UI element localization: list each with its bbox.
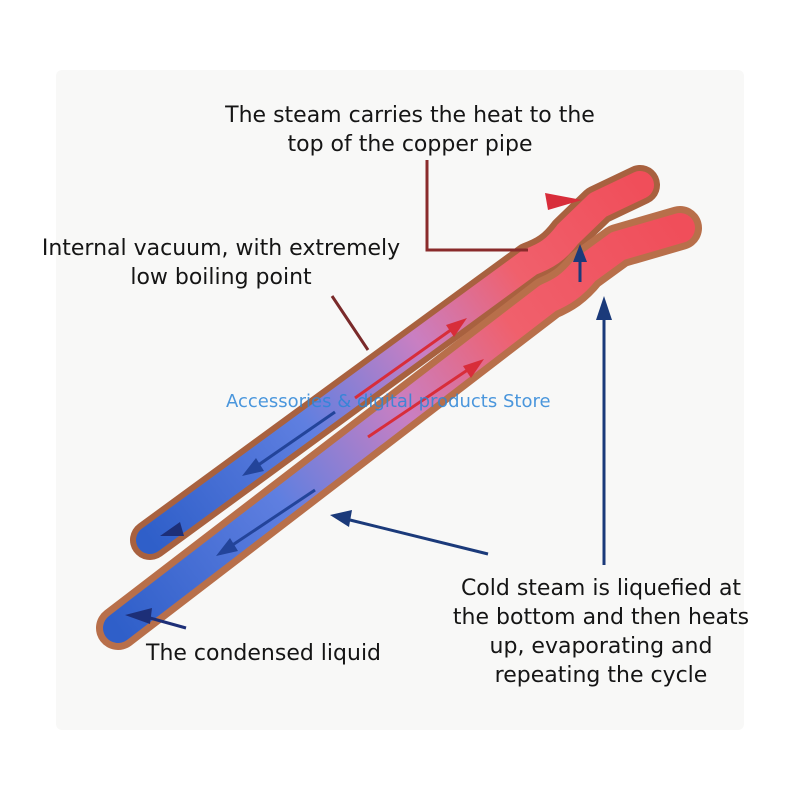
arrow-condensed-liquid <box>125 608 187 630</box>
flow-arrow-blue-back <box>242 410 336 476</box>
label-vacuum-line-1: Internal vacuum, with extremely <box>41 236 401 261</box>
flow-arrow-red-front <box>367 359 484 439</box>
flow-arrow-red-back <box>354 318 467 400</box>
flow-arrow-blue-bottom <box>160 522 184 536</box>
label-steam-line-1: The steam carries the heat to the <box>225 103 595 128</box>
label-cold-line-3: up, evaporating and <box>489 634 713 659</box>
label-vacuum-line-2: low boiling point <box>130 265 312 290</box>
arrow-up-cold-steam <box>596 296 612 565</box>
label-cold-steam: Cold steam is liquefied at the bottom an… <box>436 574 766 690</box>
arrow-to-pipe <box>330 510 489 556</box>
copper-pipe-front <box>96 206 702 650</box>
label-cold-line-4: repeating the cycle <box>494 663 708 688</box>
leader-line-steam <box>425 160 528 252</box>
store-watermark: Accessories & digital products Store <box>226 391 551 412</box>
arrowhead-red-top <box>545 193 582 210</box>
copper-pipe-back <box>130 165 660 560</box>
label-cold-line-1: Cold steam is liquefied at <box>460 576 742 601</box>
label-steam-carries-heat: The steam carries the heat to the top of… <box>210 101 610 159</box>
arrow-up-junction <box>573 244 587 282</box>
label-cold-line-2: the bottom and then heats <box>452 605 750 630</box>
leader-line-vacuum <box>330 295 370 351</box>
label-condensed-liquid: The condensed liquid <box>146 641 382 666</box>
label-steam-line-2: top of the copper pipe <box>287 132 533 157</box>
flow-arrow-blue-front <box>216 488 316 556</box>
label-internal-vacuum: Internal vacuum, with extremely low boil… <box>30 234 412 292</box>
